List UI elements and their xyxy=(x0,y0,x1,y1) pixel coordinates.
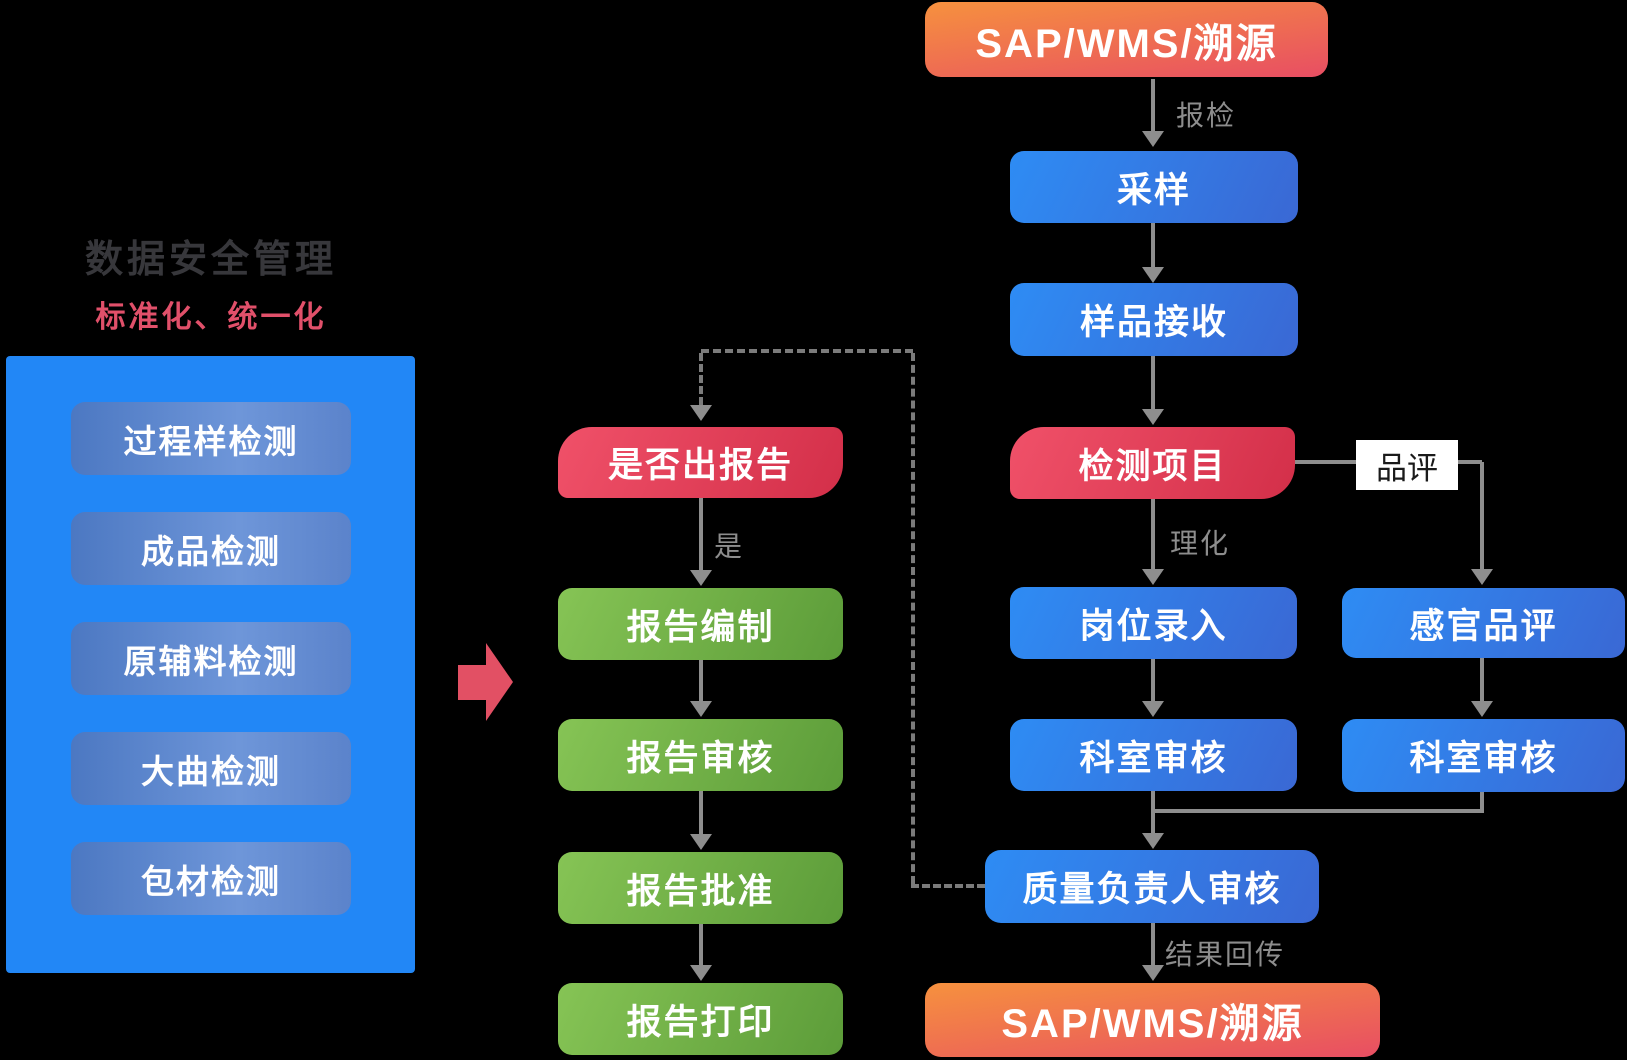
node-sample-receiving: 样品接收 xyxy=(1010,283,1298,356)
arrowhead-question-to-compile xyxy=(690,570,712,586)
node-report-compile: 报告编制 xyxy=(558,588,843,660)
arrow-sensory-to-deptreview xyxy=(1480,658,1484,701)
dashed-line-bottom xyxy=(911,884,985,888)
left-panel-item-finished-product: 成品检测 xyxy=(71,512,351,585)
node-test-items: 检测项目 xyxy=(1010,427,1295,499)
node-sap-bottom: SAP/WMS/溯源 xyxy=(925,983,1380,1057)
node-report-review: 报告审核 xyxy=(558,719,843,791)
node-quality-manager-review: 质量负责人审核 xyxy=(985,850,1319,923)
arrowhead-review-to-approve xyxy=(690,834,712,850)
arrow-testitems-to-entry xyxy=(1151,499,1155,569)
pink-arrow-head-icon xyxy=(486,643,513,721)
node-sensory-tasting: 感官品评 xyxy=(1342,588,1625,658)
merge-line-right-vertical xyxy=(1480,792,1484,813)
arrow-approve-to-print xyxy=(699,924,703,965)
node-sap-top: SAP/WMS/溯源 xyxy=(925,2,1328,77)
left-panel: 过程样检测 成品检测 原辅料检测 大曲检测 包材检测 xyxy=(6,356,415,973)
dashed-line-right-vertical xyxy=(911,353,915,884)
edge-label-yes: 是 xyxy=(714,531,745,562)
arrowhead-approve-to-print xyxy=(690,965,712,981)
arrow-sap-to-sampling xyxy=(1151,79,1155,131)
arrow-review-to-approve xyxy=(699,791,703,834)
arrowhead-dashed-to-question xyxy=(690,405,712,421)
arrowhead-testitems-to-entry xyxy=(1142,569,1164,585)
arrowhead-tasting-to-sensory xyxy=(1471,569,1493,585)
left-panel-item-process-sample: 过程样检测 xyxy=(71,402,351,475)
arrowhead-deptreview-to-quality xyxy=(1142,833,1164,849)
node-report-print: 报告打印 xyxy=(558,983,843,1055)
node-dept-review-left: 科室审核 xyxy=(1010,719,1297,791)
arrow-question-to-compile xyxy=(699,498,703,570)
tasting-line-vertical xyxy=(1480,462,1484,569)
arrowhead-sampling-to-receiving xyxy=(1142,267,1164,283)
left-panel-title: 数据安全管理 xyxy=(84,239,337,281)
node-sampling: 采样 xyxy=(1010,151,1298,223)
left-panel-item-packaging: 包材检测 xyxy=(71,842,351,915)
edge-label-inspection-request: 报检 xyxy=(1176,100,1237,131)
edge-label-result-return: 结果回传 xyxy=(1165,939,1286,970)
left-panel-item-raw-materials: 原辅料检测 xyxy=(71,622,351,695)
left-panel-subtitle: 标准化、统一化 xyxy=(95,301,327,334)
arrowhead-sensory-to-deptreview xyxy=(1471,701,1493,717)
arrowhead-compile-to-review xyxy=(690,701,712,717)
edge-label-physicochemical: 理化 xyxy=(1170,528,1231,559)
tasting-tag: 品评 xyxy=(1356,440,1458,490)
arrowhead-entry-to-deptreview xyxy=(1142,701,1164,717)
arrowhead-receiving-to-testitems xyxy=(1142,409,1164,425)
arrow-compile-to-review xyxy=(699,660,703,701)
node-report-question: 是否出报告 xyxy=(558,427,843,498)
dashed-line-top xyxy=(701,349,913,353)
arrow-entry-to-deptreview xyxy=(1151,659,1155,701)
node-report-approve: 报告批准 xyxy=(558,852,843,924)
pink-arrow-icon xyxy=(458,665,486,700)
arrow-sampling-to-receiving xyxy=(1151,223,1155,267)
arrowhead-sap-to-sampling xyxy=(1142,131,1164,147)
arrowhead-quality-to-sap xyxy=(1142,965,1164,981)
merge-line-horizontal xyxy=(1151,809,1484,813)
node-position-entry: 岗位录入 xyxy=(1010,587,1297,659)
arrow-quality-to-sap xyxy=(1151,923,1155,965)
dashed-line-left-vertical xyxy=(699,353,703,405)
left-panel-item-daqu: 大曲检测 xyxy=(71,732,351,805)
arrow-receiving-to-testitems xyxy=(1151,356,1155,409)
node-dept-review-right: 科室审核 xyxy=(1342,719,1625,792)
